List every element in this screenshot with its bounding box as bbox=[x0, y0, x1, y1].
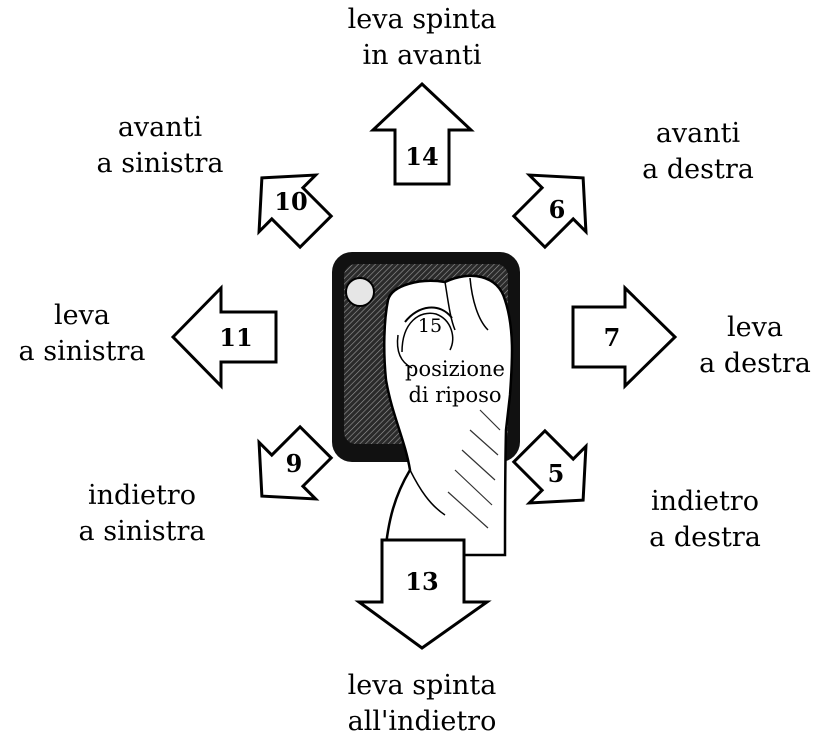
label-down: leva spinta all'indietro bbox=[347, 670, 497, 737]
arrow-down-left bbox=[257, 424, 334, 501]
label-down-right: indietro a destra bbox=[649, 486, 761, 553]
arrow-up-left-number: 10 bbox=[274, 187, 307, 216]
arrow-up-left bbox=[257, 173, 334, 250]
arrow-up-right bbox=[511, 173, 588, 250]
arrow-down: 13 bbox=[354, 538, 492, 650]
arrow-up: 14 bbox=[369, 81, 475, 186]
label-up-left: avanti a sinistra bbox=[96, 112, 224, 179]
arrow-down-right-number: 5 bbox=[548, 459, 565, 488]
arrow-right-number: 7 bbox=[604, 323, 621, 352]
arrow-down-right bbox=[511, 428, 588, 505]
label-up: leva spinta in avanti bbox=[347, 4, 497, 71]
rest-label-line1: posizione bbox=[405, 357, 505, 381]
arrow-down-number: 13 bbox=[405, 567, 438, 596]
arrow-up-right-number: 6 bbox=[549, 195, 566, 224]
label-down-left: indietro a sinistra bbox=[78, 480, 206, 547]
arrow-up-number: 14 bbox=[405, 142, 438, 171]
hand-icon bbox=[383, 274, 514, 557]
fire-button-icon bbox=[345, 277, 375, 307]
rest-position: 15 posizione di riposo bbox=[401, 312, 505, 407]
label-left: leva a sinistra bbox=[18, 300, 146, 367]
rest-number: 15 bbox=[418, 315, 442, 337]
arrow-left-number: 11 bbox=[219, 323, 252, 352]
arrow-left: 11 bbox=[170, 284, 278, 390]
arrow-down-left-number: 9 bbox=[286, 449, 303, 478]
label-up-right: avanti a destra bbox=[642, 118, 754, 185]
arrow-right: 7 bbox=[571, 284, 678, 390]
label-right: leva a destra bbox=[699, 312, 811, 379]
rest-label-line2: di riposo bbox=[408, 383, 501, 407]
